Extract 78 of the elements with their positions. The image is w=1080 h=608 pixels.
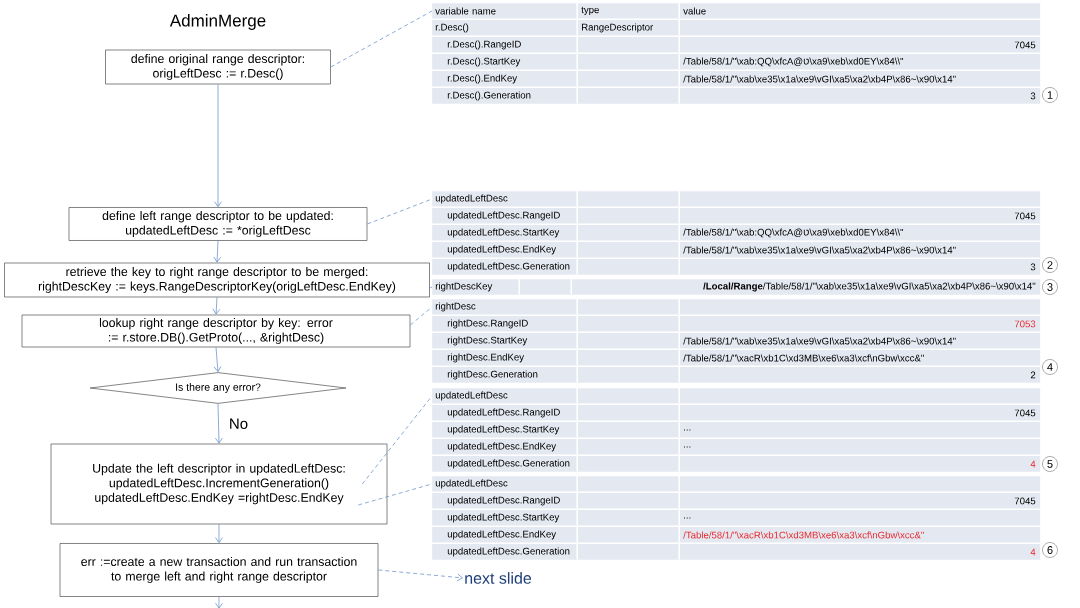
callout-number: 3 <box>1042 279 1058 295</box>
table-text: updatedLeftDesc.Generation <box>447 262 570 272</box>
link-text: next slide <box>465 572 532 584</box>
arrow <box>213 346 222 372</box>
arrow <box>212 296 221 315</box>
table-text: 4 <box>1030 548 1036 556</box>
callout-number: 4 <box>1042 359 1058 375</box>
arrow <box>215 403 223 444</box>
table-text: r.Desc() <box>435 23 469 33</box>
callout-number: 2 <box>1042 257 1058 273</box>
table-text: 3 <box>1030 263 1036 271</box>
table-text: updatedLeftDesc.RangeID <box>447 211 560 221</box>
table-text: updatedLeftDesc.EndKey <box>447 530 557 540</box>
table-text: RangeDescriptor <box>582 23 654 33</box>
table-text: /Local/Range/Table/58/1/"\xab\xe35\x1a\xe9\vGI\xa5\xa2\xb4P\x86~\x90\x14" <box>703 282 1036 292</box>
table-text: /Table/58/1/"\xab:QQ\xfcA@ט\xa9\xeb\xd0EY\x84\\" <box>683 57 904 67</box>
table-text: updatedLeftDesc <box>435 391 508 401</box>
table-text: ... <box>684 446 691 448</box>
table-text: rightDesc.EndKey <box>447 353 524 363</box>
table-text: updatedLeftDesc.StartKey <box>447 425 560 435</box>
table-text: 4 <box>1030 460 1036 468</box>
table-text: 7045 <box>1014 409 1036 417</box>
table-text: updatedLeftDesc.EndKey <box>447 442 557 452</box>
arrow <box>214 83 222 207</box>
callout-number: 5 <box>1042 456 1058 472</box>
table-text: /Table/58/1/"\xab:QQ\xfcA@ט\xa9\xeb\xd0EY\x84\\" <box>683 228 904 238</box>
arrow <box>377 569 463 582</box>
table-text: 7045 <box>1014 497 1036 505</box>
arrow <box>215 596 223 608</box>
table-text: rightDesc <box>435 302 476 312</box>
leader-line <box>409 306 433 326</box>
table-text: 3 <box>1030 92 1036 100</box>
arrow <box>215 523 223 543</box>
table-text: rightDesc.RangeID <box>447 319 528 329</box>
table-text: /Table/58/1/"\xab\xe35\x1a\xe9\vGI\xa5\xa2\xb4P\x86~\x90\x14" <box>683 337 956 345</box>
table-text: updatedLeftDesc.Generation <box>447 547 570 557</box>
table-text: rightDesc.Generation <box>447 370 538 380</box>
leader-line <box>366 198 433 225</box>
table-text: /Table/58/1/"\xab\xe35\x1a\xe9\vGI\xa5\xa2\xb4P\x86~\x90\x14" <box>683 75 956 83</box>
table-text: variable name <box>435 7 496 15</box>
process-box: define left range descriptor to be updated: updatedLeftDesc := *origLeftDesc <box>68 207 368 241</box>
process-box: Update the left descriptor in updatedLeftDesc: updatedLeftDesc.IncrementGeneration() updatedLeftDesc.EndKey =rightDesc.EndKey <box>50 443 388 525</box>
table-text: 2 <box>1030 371 1036 379</box>
callout-number: 1 <box>1042 87 1058 103</box>
table-text: updatedLeftDesc.Generation <box>447 459 570 469</box>
table-text: updatedLeftDesc.RangeID <box>447 496 560 506</box>
table-text: /Table/58/1/"\xacR\xb1C\xd3MB\xe6\xa3\xcf\nGbw\xcc&" <box>683 354 924 362</box>
callout-number: 6 <box>1042 542 1058 558</box>
leader-line <box>330 10 433 68</box>
table-text: r.Desc().StartKey <box>447 57 521 67</box>
table-text: value <box>683 7 706 15</box>
title: AdminMerge <box>169 14 266 30</box>
table-text: updatedLeftDesc <box>435 479 508 489</box>
leader-line <box>429 286 433 289</box>
table-text: updatedLeftDesc.StartKey <box>447 513 560 523</box>
table-text: /Table/58/1/"\xacR\xb1C\xd3MB\xe6\xa3\xcf\nGbw\xcc&" <box>683 531 924 539</box>
table-text: updatedLeftDesc.RangeID <box>447 408 560 418</box>
table-text: rightDescKey <box>435 282 493 292</box>
table-text: r.Desc().EndKey <box>447 74 518 84</box>
table-text: ... <box>684 429 691 431</box>
table-text: ... <box>684 517 691 519</box>
process-box: lookup right range descriptor by key: error := r.store.DB().GetProto(..., &rightDesc) <box>21 314 411 348</box>
table-text: 7053 <box>1014 320 1036 328</box>
table-text: /Table/58/1/"\xab\xe35\x1a\xe9\vGI\xa5\xa2\xb4P\x86~\x90\x14" <box>683 246 956 254</box>
table-text: updatedLeftDesc.EndKey <box>447 245 557 255</box>
table-text: r.Desc().RangeID <box>447 40 521 50</box>
process-box: define original range descriptor: origLeftDesc := r.Desc() <box>105 49 331 85</box>
table-text: r.Desc().Generation <box>447 91 531 101</box>
table-text: updatedLeftDesc.StartKey <box>447 228 560 238</box>
process-box: err :=create a new transaction and run transaction to merge left and right range descriptor <box>59 543 379 597</box>
arrow <box>213 240 222 263</box>
table-text: updatedLeftDesc <box>435 194 508 204</box>
edge-label: No <box>227 417 250 430</box>
table-text: type <box>581 6 599 16</box>
table-text: 7045 <box>1014 212 1036 220</box>
table-text: rightDesc.StartKey <box>447 336 528 346</box>
table-text: 7045 <box>1014 41 1036 49</box>
process-box: retrieve the key to right range descriptor to be merged: rightDescKey := keys.RangeDescriptorKey(origLeftDesc.EndKey) <box>4 262 430 298</box>
